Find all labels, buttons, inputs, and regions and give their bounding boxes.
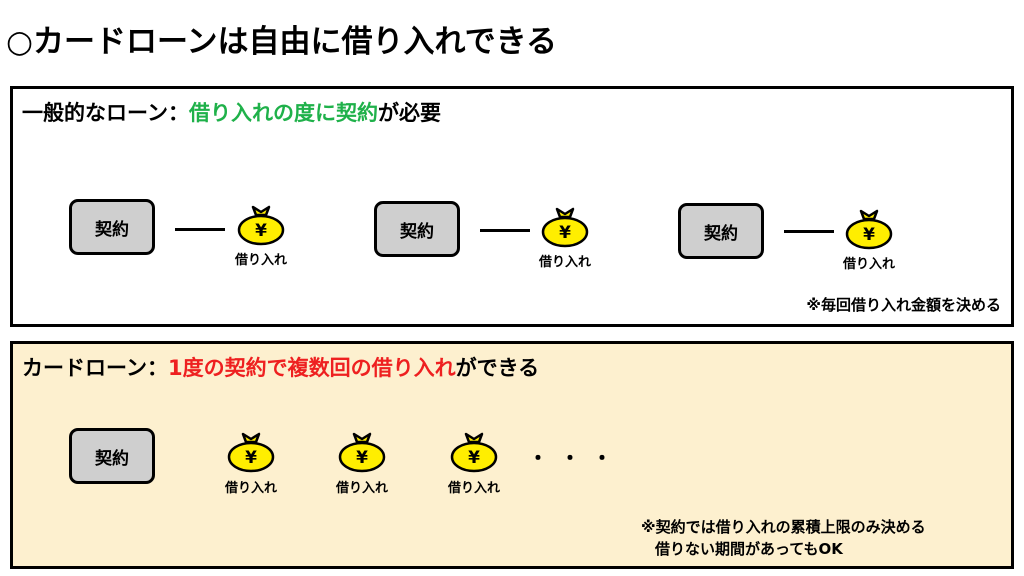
- heading-highlight: 借り入れの度に契約: [188, 101, 378, 125]
- general-loan-panel: 一般的なローン：借り入れの度に契約が必要 契約 ¥ 借り入れ 契約 ¥ 借り入れ…: [10, 86, 1014, 327]
- money-bag-icon: ¥: [450, 432, 498, 473]
- loan-label: 借り入れ: [224, 481, 277, 496]
- connector-line: [175, 228, 225, 231]
- yen-symbol: ¥: [559, 223, 571, 243]
- card-loan-heading: カードローン：1度の契約で複数回の借り入れができる: [22, 352, 539, 382]
- ellipsis: ・・・: [528, 446, 624, 470]
- contract-box: 契約: [678, 203, 764, 259]
- money-bag-icon: ¥: [237, 205, 285, 246]
- general-loan-heading: 一般的なローン：借り入れの度に契約が必要: [22, 97, 441, 127]
- panel2-note-line1: ※契約では借り入れの累積上限のみ決める: [641, 518, 926, 536]
- yen-symbol: ¥: [245, 448, 257, 468]
- loan-label: 借り入れ: [234, 253, 287, 268]
- yen-symbol: ¥: [468, 448, 480, 468]
- yen-symbol: ¥: [863, 225, 875, 245]
- heading-suffix: ができる: [455, 356, 540, 380]
- money-bag-icon: ¥: [845, 209, 893, 250]
- loan-label: 借り入れ: [447, 481, 500, 496]
- loan-label: 借り入れ: [842, 257, 895, 272]
- heading-prefix: 一般的なローン：: [22, 101, 189, 125]
- connector-line: [784, 230, 834, 233]
- contract-box: 契約: [374, 201, 460, 257]
- heading-highlight: 1度の契約で複数回の借り入れ: [167, 356, 456, 380]
- page-title: ○カードローンは自由に借り入れできる: [6, 24, 557, 60]
- connector-line: [480, 229, 530, 232]
- panel1-note: ※毎回借り入れ金額を決める: [806, 296, 1001, 314]
- money-bag-icon: ¥: [227, 432, 275, 473]
- money-bag-icon: ¥: [338, 432, 386, 473]
- yen-symbol: ¥: [356, 448, 368, 468]
- contract-box: 契約: [69, 199, 155, 255]
- loan-label: 借り入れ: [538, 255, 591, 270]
- card-loan-panel: カードローン：1度の契約で複数回の借り入れができる 契約 ¥ 借り入れ ¥ 借り…: [10, 341, 1014, 569]
- contract-box: 契約: [69, 428, 155, 484]
- heading-prefix: カードローン：: [22, 356, 168, 380]
- money-bag-icon: ¥: [541, 207, 589, 248]
- yen-symbol: ¥: [255, 221, 267, 241]
- loan-label: 借り入れ: [335, 481, 388, 496]
- panel2-note-line2: 借りない期間があってもOK: [655, 540, 843, 558]
- heading-suffix: が必要: [377, 101, 441, 125]
